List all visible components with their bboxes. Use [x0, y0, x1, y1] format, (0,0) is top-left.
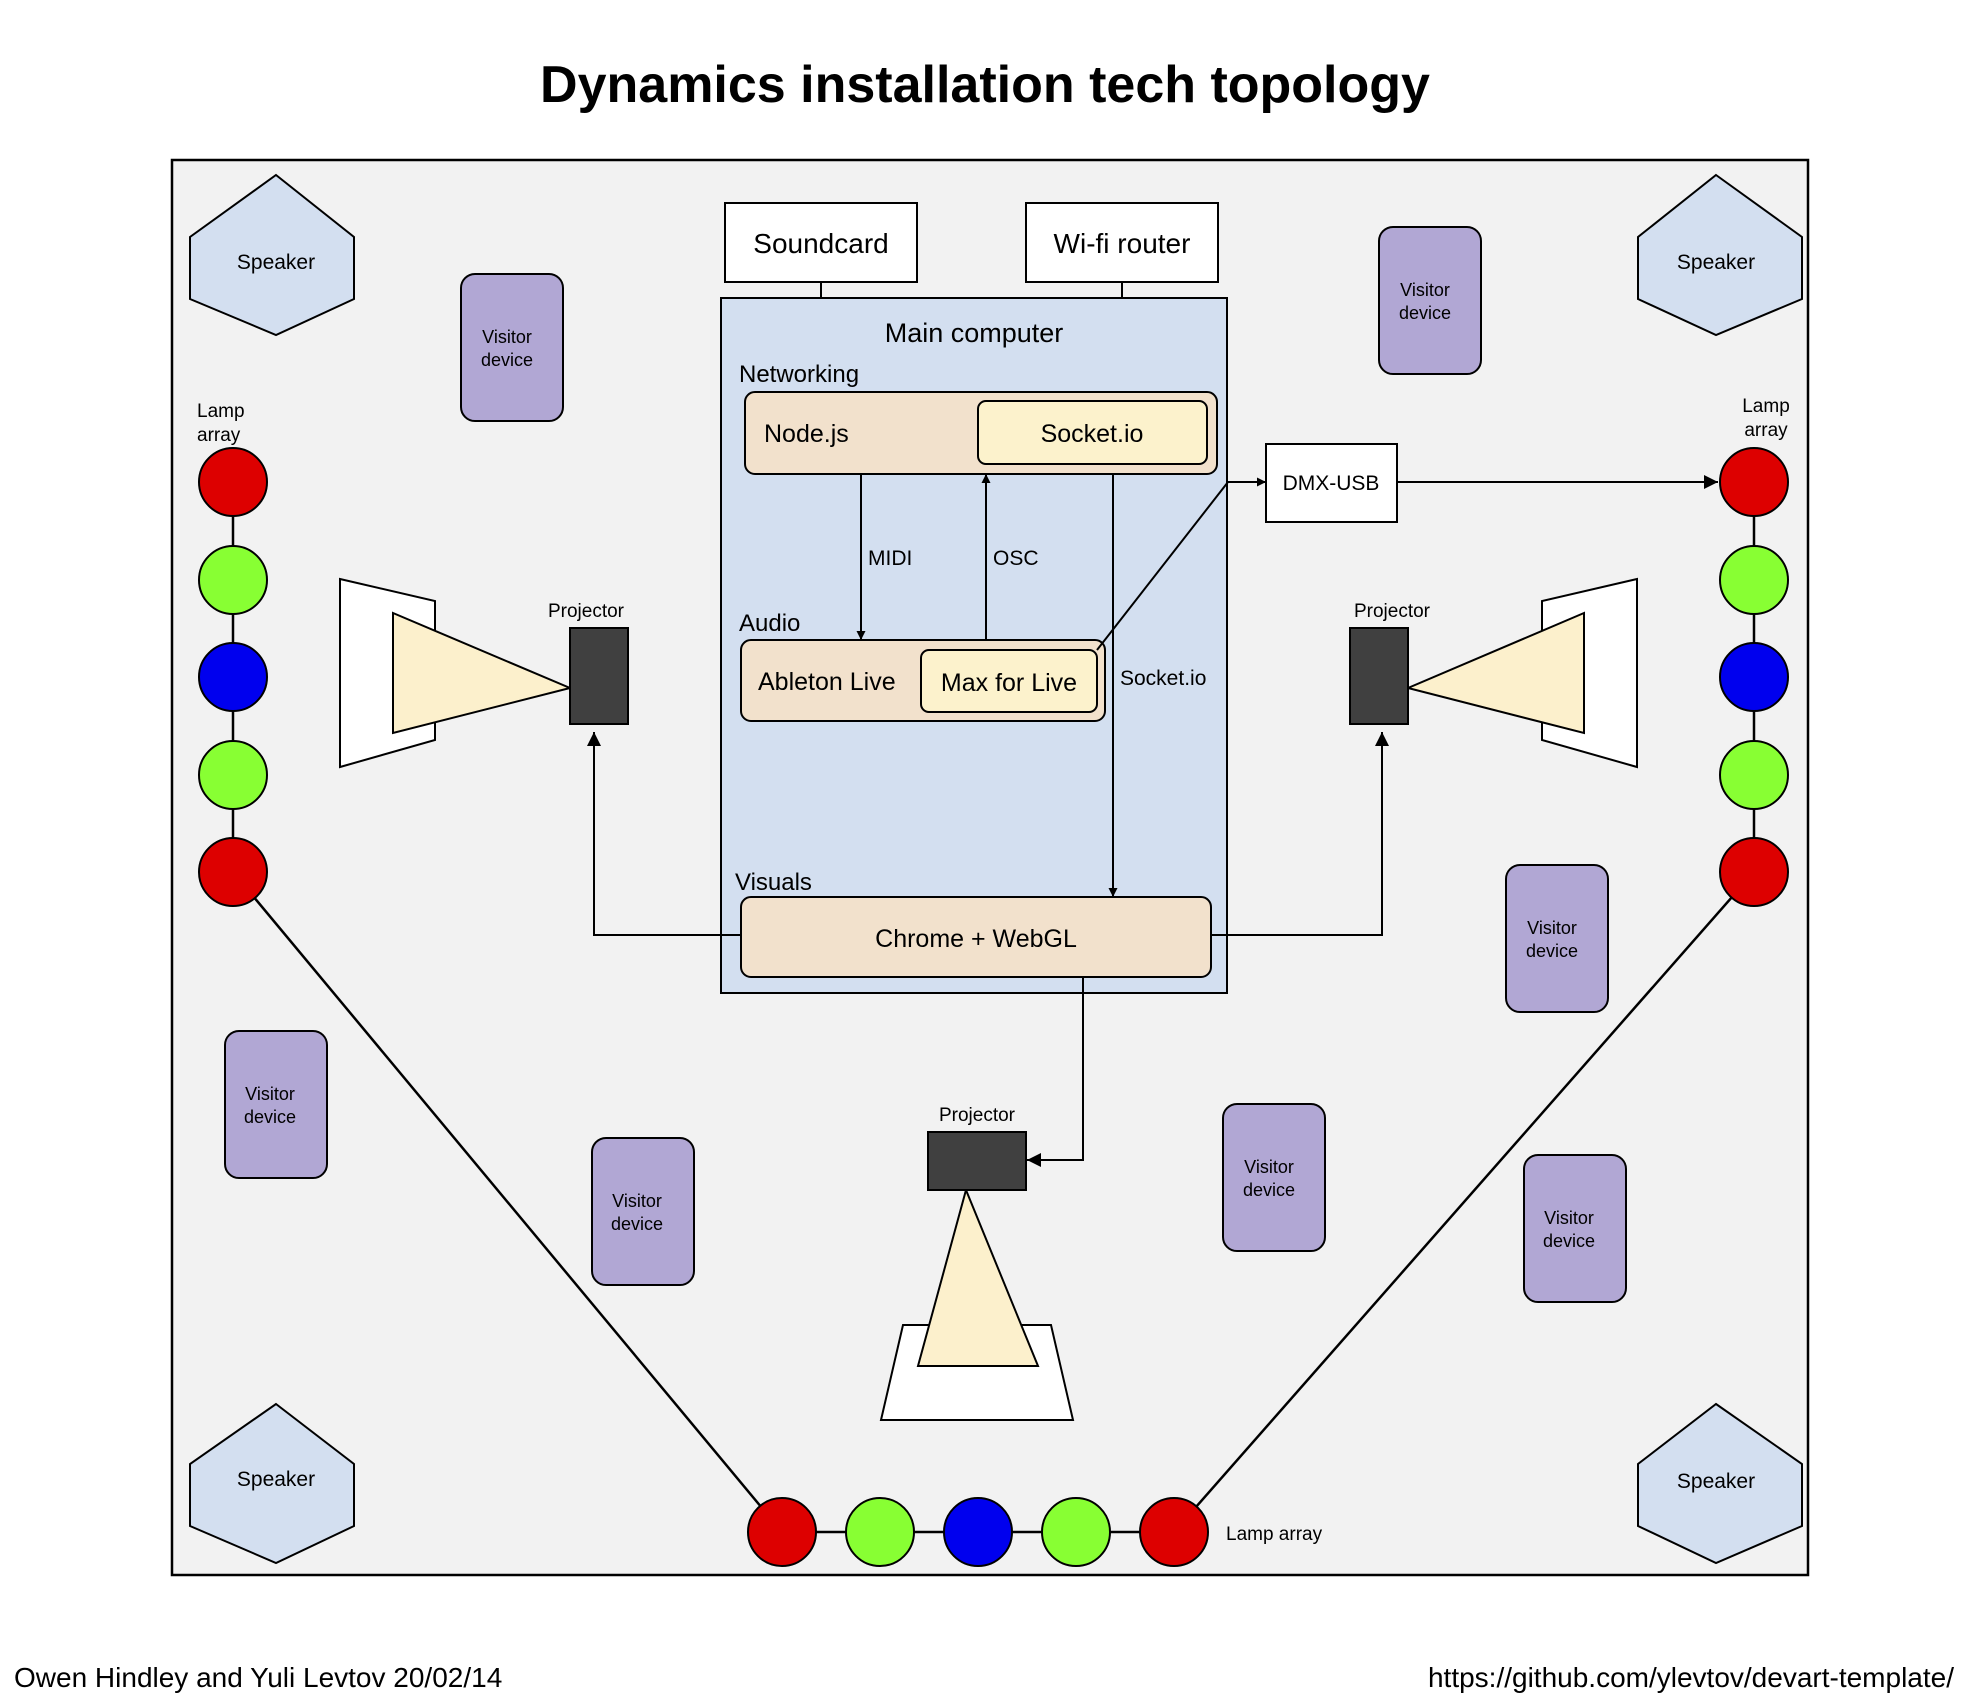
- osc-label: OSC: [993, 547, 1039, 570]
- soundcard-box: Soundcard: [724, 202, 918, 283]
- lamp-blue: [943, 1497, 1013, 1567]
- visitor-device-label-1: Visitor: [482, 327, 532, 347]
- visitor-device-label-1: Visitor: [245, 1084, 295, 1104]
- speaker-top-left: Speaker: [189, 173, 355, 337]
- lamp-red: [198, 837, 268, 907]
- soundcard-label: Soundcard: [753, 228, 888, 259]
- lamp-green: [1719, 740, 1789, 810]
- projector-label: Projector: [548, 601, 625, 622]
- dmx-usb-box: DMX-USB: [1265, 443, 1398, 523]
- visitor-device: Visitor device: [460, 273, 564, 422]
- visitor-device-label-2: device: [611, 1214, 663, 1234]
- visitor-device-label-2: device: [1543, 1231, 1595, 1251]
- footer-url[interactable]: https://github.com/ylevtov/devart-templa…: [1427, 1662, 1954, 1693]
- visitor-device-label-2: device: [1243, 1180, 1295, 1200]
- lamp-green: [1719, 545, 1789, 615]
- speaker-bottom-right: Speaker: [1637, 1402, 1803, 1565]
- lamp-array-left-label-1: Lamp: [197, 401, 245, 422]
- lamp-array-right-label-2: array: [1744, 420, 1788, 441]
- lamp-blue: [198, 642, 268, 712]
- chrome-to-left-projector-arrow: [587, 732, 741, 936]
- socketio-edge-label: Socket.io: [1120, 667, 1206, 690]
- midi-label: MIDI: [868, 547, 912, 570]
- nodejs-label: Node.js: [764, 420, 849, 448]
- lamp-array-left-label-2: array: [197, 425, 241, 446]
- main-computer: Main computer Networking Node.js Socket.…: [720, 297, 1228, 994]
- projector-body: [1349, 627, 1409, 725]
- projector-label: Projector: [1354, 601, 1431, 622]
- lamp-blue: [1719, 642, 1789, 712]
- max-for-live-label: Max for Live: [941, 669, 1077, 697]
- projector-right: Projector: [1349, 577, 1638, 769]
- lamp-green: [1041, 1497, 1111, 1567]
- lamp-red: [1139, 1497, 1209, 1567]
- lamp-array-bottom: [747, 1497, 1209, 1567]
- projector-body: [569, 627, 629, 725]
- lamp-array-right: [1719, 447, 1789, 907]
- chrome-to-right-projector-arrow: [1211, 732, 1389, 936]
- ableton-label: Ableton Live: [758, 668, 896, 696]
- visitor-device: Visitor device: [224, 1030, 328, 1179]
- projector-label: Projector: [939, 1105, 1016, 1126]
- lamp-red: [198, 447, 268, 517]
- projector-bottom: Projector: [879, 1105, 1075, 1421]
- chrome-webgl-label: Chrome + WebGL: [875, 925, 1077, 953]
- dmx-usb-label: DMX-USB: [1283, 472, 1380, 495]
- visitor-device-label-1: Visitor: [1527, 918, 1577, 938]
- lamp-red: [1719, 837, 1789, 907]
- audio-section-label: Audio: [739, 610, 800, 637]
- speaker-top-right: Speaker: [1637, 173, 1803, 337]
- visitor-device-label-2: device: [1399, 303, 1451, 323]
- projector-beam: [392, 611, 574, 735]
- visitor-device: Visitor device: [591, 1137, 695, 1286]
- max-to-dmx-arrow: [1096, 477, 1266, 651]
- lamp-green: [198, 545, 268, 615]
- visitor-device: Visitor device: [1505, 864, 1609, 1013]
- internal-links: [587, 474, 1718, 1167]
- speaker-bottom-left: Speaker: [189, 1402, 355, 1565]
- chrome-to-bottom-projector-arrow: [1027, 977, 1084, 1167]
- main-computer-title: Main computer: [885, 318, 1064, 348]
- lamp-red: [1719, 447, 1789, 517]
- visitor-device-label-1: Visitor: [1400, 280, 1450, 300]
- max-for-live-module: [920, 649, 1098, 713]
- lamp-array-bottom-label: Lamp array: [1226, 1524, 1323, 1545]
- visitor-device-label-1: Visitor: [1544, 1208, 1594, 1228]
- speaker-label: Speaker: [1677, 1470, 1755, 1493]
- socketio-module: [977, 400, 1208, 465]
- wifi-router-label: Wi-fi router: [1054, 228, 1191, 259]
- visitor-device-label-2: device: [481, 350, 533, 370]
- projector-body: [927, 1131, 1027, 1191]
- visitor-device-label-2: device: [1526, 941, 1578, 961]
- projector-beam: [916, 1186, 1040, 1367]
- diagram-title: Dynamics installation tech topology: [540, 56, 1430, 114]
- speaker-label: Speaker: [237, 1468, 315, 1491]
- visitor-device-label-1: Visitor: [612, 1191, 662, 1211]
- visitor-device-label-1: Visitor: [1244, 1157, 1294, 1177]
- lamp-array-right-label-1: Lamp: [1742, 396, 1790, 417]
- socketio-label: Socket.io: [1041, 420, 1144, 448]
- footer-credit: Owen Hindley and Yuli Levtov 20/02/14: [14, 1662, 503, 1693]
- wifi-router-box: Wi-fi router: [1025, 202, 1219, 283]
- lamp-green: [845, 1497, 915, 1567]
- lamp-red: [747, 1497, 817, 1567]
- networking-section-label: Networking: [739, 361, 859, 388]
- speaker-label: Speaker: [1677, 251, 1755, 274]
- visitor-device: Visitor device: [1523, 1154, 1627, 1303]
- projector-beam: [1404, 611, 1585, 735]
- lamp-array-left: [198, 447, 268, 907]
- speaker-label: Speaker: [237, 251, 315, 274]
- projector-left: Projector: [339, 577, 629, 769]
- visuals-section-label: Visuals: [735, 869, 812, 896]
- visitor-device: Visitor device: [1378, 226, 1482, 375]
- visitor-device: Visitor device: [1222, 1103, 1326, 1252]
- visitor-device-label-2: device: [244, 1107, 296, 1127]
- chrome-webgl-module: [740, 896, 1212, 978]
- lamp-green: [198, 740, 268, 810]
